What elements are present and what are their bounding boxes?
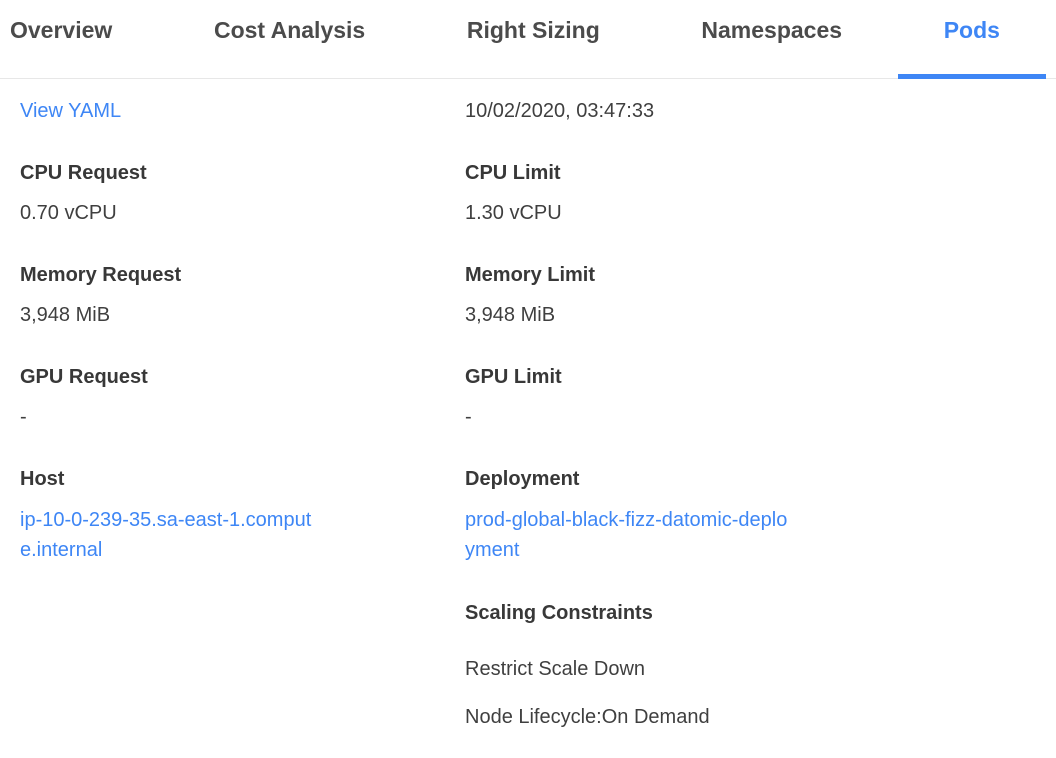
field-deployment-and-scaling: Deployment prod-global-black-fizz-datomi… (465, 465, 1056, 751)
scaling-constraint-restrict-scale-down: Restrict Scale Down (465, 658, 646, 680)
field-memory-request: Memory Request 3,948 MiB (20, 261, 465, 329)
gpu-limit-value: - (465, 406, 472, 428)
memory-request-value: 3,948 MiB (20, 304, 111, 326)
tab-right-sizing[interactable]: Right Sizing (466, 17, 600, 43)
field-host: Host ip-10-0-239-35.sa-east-1.compute.in… (20, 465, 465, 565)
view-yaml-link[interactable]: View YAML (20, 100, 122, 122)
gpu-request-label: GPU Request (20, 366, 148, 388)
deployment-label: Deployment (465, 468, 580, 490)
tab-cost-analysis[interactable]: Cost Analysis (213, 17, 366, 43)
tab-bar: Overview Cost Analysis Right Sizing Name… (0, 0, 1056, 79)
tab-pods[interactable]: Pods (897, 17, 1047, 79)
tab-namespaces[interactable]: Namespaces (701, 17, 843, 43)
field-cpu-request: CPU Request 0.70 vCPU (20, 159, 465, 227)
host-label: Host (20, 468, 65, 490)
field-gpu-limit: GPU Limit - (465, 363, 1056, 431)
scaling-constraints-label: Scaling Constraints (465, 602, 653, 624)
gpu-limit-label: GPU Limit (465, 366, 562, 388)
gpu-request-value: - (20, 406, 27, 428)
cpu-request-label: CPU Request (20, 162, 147, 184)
field-cpu-limit: CPU Limit 1.30 vCPU (465, 159, 1056, 227)
memory-limit-value: 3,948 MiB (465, 304, 556, 326)
tab-overview[interactable]: Overview (10, 17, 113, 43)
memory-request-label: Memory Request (20, 264, 182, 286)
host-link[interactable]: ip-10-0-239-35.sa-east-1.compute.interna… (20, 509, 312, 561)
view-yaml-cell: View YAML (20, 97, 465, 125)
cpu-limit-label: CPU Limit (465, 162, 561, 184)
field-memory-limit: Memory Limit 3,948 MiB (465, 261, 1056, 329)
deployment-link[interactable]: prod-global-black-fizz-datomic-deploymen… (465, 509, 788, 561)
timestamp: 10/02/2020, 03:47:33 (465, 100, 655, 122)
timestamp-cell: 10/02/2020, 03:47:33 (465, 97, 1056, 125)
pod-details-panel: View YAML 10/02/2020, 03:47:33 CPU Reque… (0, 79, 1056, 751)
field-gpu-request: GPU Request - (20, 363, 465, 431)
cpu-request-value: 0.70 vCPU (20, 202, 117, 224)
cpu-limit-value: 1.30 vCPU (465, 202, 562, 224)
memory-limit-label: Memory Limit (465, 264, 596, 286)
scaling-constraint-node-lifecycle: Node Lifecycle:On Demand (465, 706, 710, 728)
